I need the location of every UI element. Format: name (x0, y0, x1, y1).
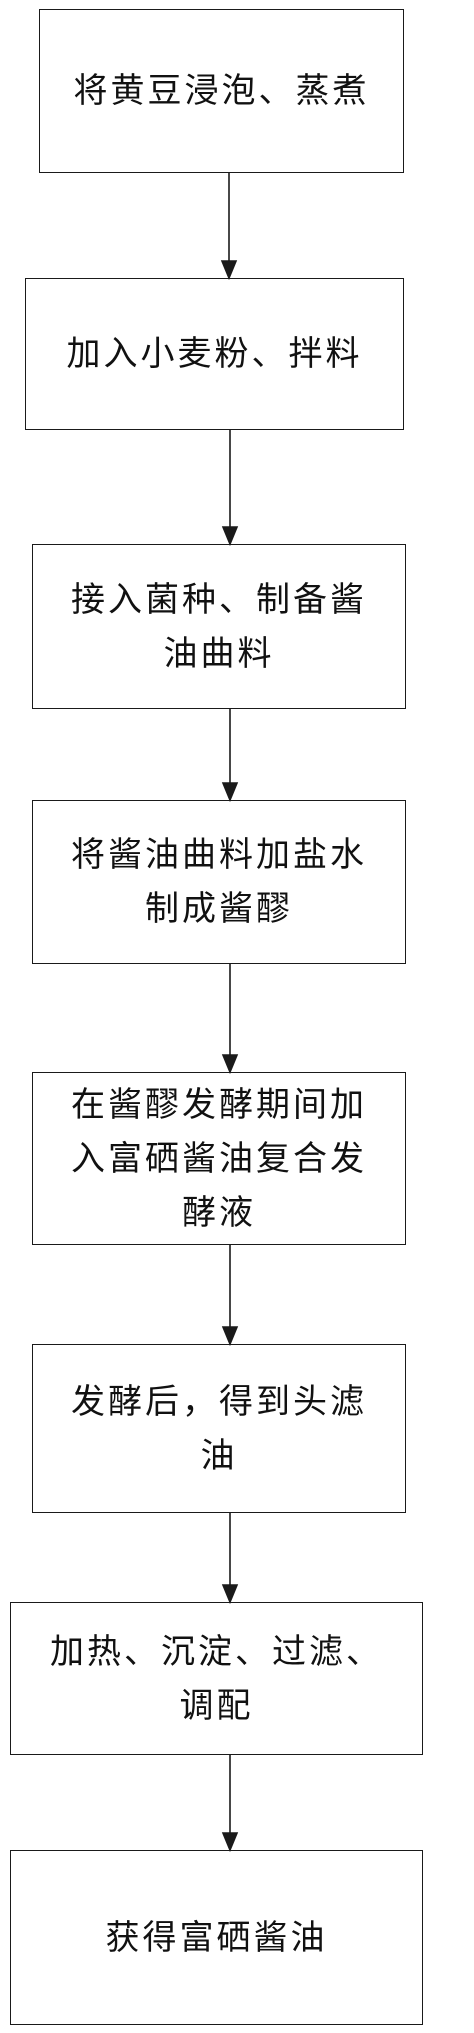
step-label: 加入小麦粉、拌料 (66, 334, 363, 374)
step-add-selenium-fermentation-liquid: 在酱醪发酵期间加 入富硒酱油复合发 酵液 (32, 1072, 406, 1245)
arrow-7-head (221, 1832, 239, 1853)
step-ferment-obtain-first-oil: 发酵后，得到头滤 油 (32, 1344, 406, 1513)
step-add-brine-make-moromi: 将酱油曲料加盐水 制成酱醪 (32, 800, 406, 964)
arrow-4-head (221, 1054, 239, 1075)
arrow-5-head (221, 1326, 239, 1347)
step-obtain-selenium-soy-sauce: 获得富硒酱油 (10, 1850, 423, 2025)
step-add-wheat-flour-mix: 加入小麦粉、拌料 (25, 278, 404, 430)
step-label: 在酱醪发酵期间加 入富硒酱油复合发 酵液 (71, 1084, 367, 1233)
step-label: 将酱油曲料加盐水 制成酱醪 (71, 835, 367, 929)
step-soak-steam-soybeans: 将黄豆浸泡、蒸煮 (39, 9, 404, 173)
step-label: 发酵后，得到头滤 油 (71, 1381, 367, 1476)
arrow-1-head (220, 260, 238, 281)
step-inoculate-prepare-koji: 接入菌种、制备酱 油曲料 (32, 544, 406, 709)
step-label: 加热、沉淀、过滤、 调配 (50, 1631, 383, 1726)
arrow-6-head (221, 1584, 239, 1605)
step-heat-settle-filter-blend: 加热、沉淀、过滤、 调配 (10, 1602, 423, 1755)
arrow-3-head (221, 782, 239, 803)
arrow-2-head (221, 526, 239, 547)
step-label: 将黄豆浸泡、蒸煮 (73, 71, 370, 111)
step-label: 获得富硒酱油 (105, 1917, 328, 1958)
step-label: 接入菌种、制备酱 油曲料 (71, 579, 367, 674)
